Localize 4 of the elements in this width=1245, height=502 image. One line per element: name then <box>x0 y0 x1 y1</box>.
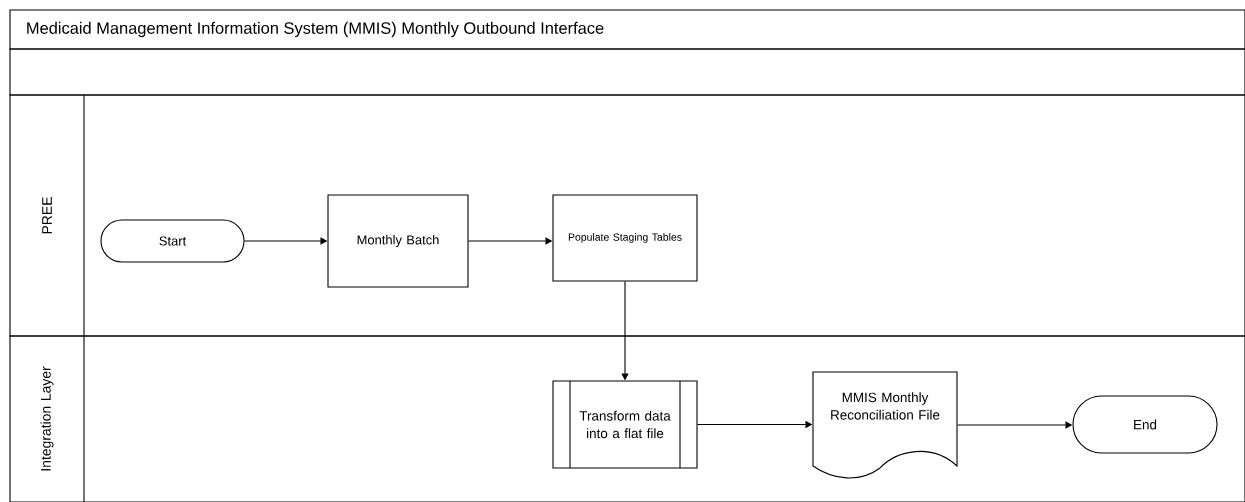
title-band: Medicaid Management Information System (MMIS) Monthly Outbound Interface <box>9 9 1245 50</box>
process-box: Monthly Batch <box>327 194 469 288</box>
process-box: Populate Staging Tables <box>552 194 698 282</box>
predefined-process-box: Transform data into a flat file <box>552 380 698 469</box>
